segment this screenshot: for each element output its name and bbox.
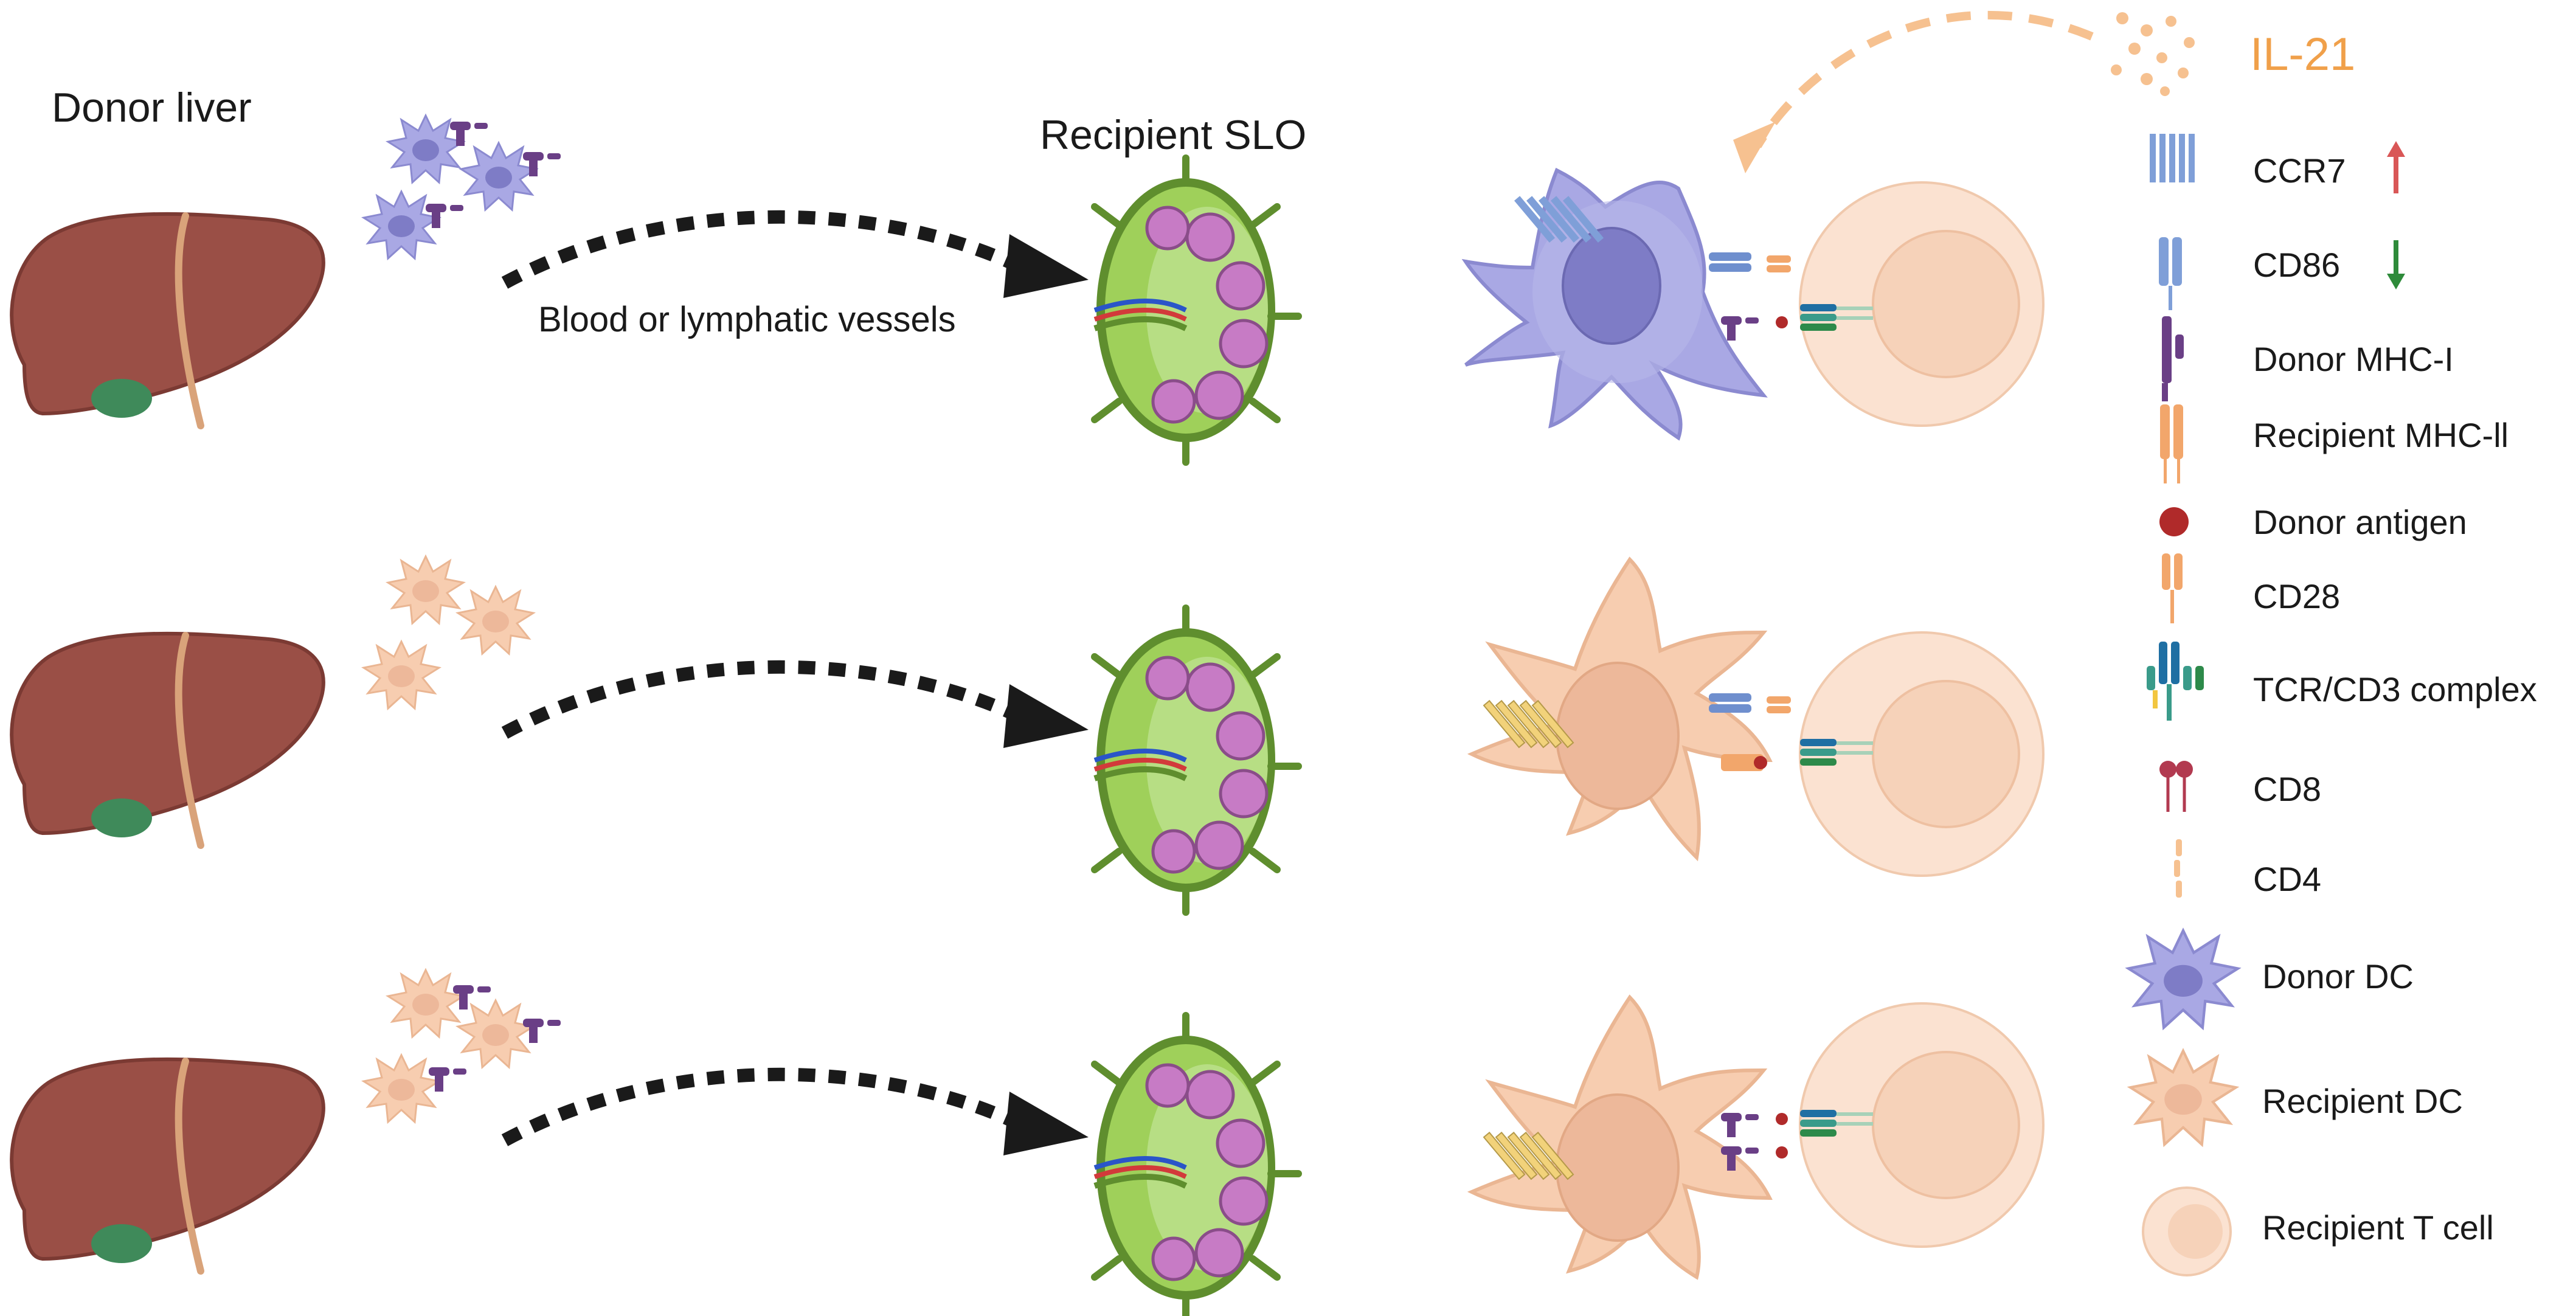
legend-label-t-cell: Recipient T cell [2262,1208,2494,1247]
cd4-icon [2174,839,2182,898]
ccr7-cluster-row3 [1483,1131,1574,1180]
vessels-label: Blood or lymphatic vessels [538,300,956,339]
legend-label-antigen: Donor antigen [2253,503,2467,541]
legend-label-tcr: TCR/CD3 complex [2253,670,2537,708]
il21-dots [2111,12,2195,96]
t-cell-icon [2142,1186,2232,1276]
lymph-node-row3 [1095,1016,1298,1316]
migration-arrow-row3 [501,1067,1089,1155]
synapse-row3 [1721,1110,1873,1171]
tcr-icon [2147,642,2204,721]
migration-arrow-row2 [501,660,1089,748]
il21-label: IL-21 [2250,29,2355,80]
arrow-up-icon [2387,141,2405,193]
legend-label-cd28: CD28 [2253,577,2340,615]
legend-label-recipient-dc: Recipient DC [2262,1082,2463,1120]
recipient-dc-cluster-row3 [362,969,561,1123]
recipient-dc-icon [2130,1051,2236,1145]
donor-dc-cluster-row1 [362,114,561,260]
t-cell-row3 [1799,1002,2045,1248]
cd86-icon [2159,237,2182,310]
donor-dc-large-row1 [1461,167,1768,441]
recipient-dc-large-row3 [1467,994,1773,1280]
lymph-node-row2 [1095,608,1298,912]
cd8-icon [2159,761,2193,812]
synapse-row1 [1709,252,1873,341]
recipient-dc-large-row2 [1467,556,1773,862]
legend-label-mhc-i: Donor MHC-I [2253,340,2454,378]
donor-liver-row1 [12,214,324,426]
legend-label-ccr7: CCR7 [2253,151,2346,190]
mhc-i-icon [2162,316,2184,401]
donor-liver-label: Donor liver [52,85,252,131]
cd28-icon [2162,553,2183,623]
lymph-node-row1 [1095,158,1298,462]
ccr7-icon [2150,134,2195,182]
arrow-down-icon [2387,240,2405,289]
recipient-dc-cluster-row2 [362,555,535,710]
legend-label-cd86: CD86 [2253,246,2340,284]
ccr7-cluster-row2 [1483,699,1574,749]
migration-arrow-row1 [501,210,1089,298]
donor-dc-icon [2128,930,2238,1028]
t-cell-row1 [1799,181,2045,427]
legend: CCR7 CD86 Donor MHC-I [2128,134,2537,1276]
recipient-slo-label: Recipient SLO [1040,112,1306,158]
antigen-icon [2159,507,2189,536]
donor-liver-row3 [12,1059,324,1271]
legend-label-cd8: CD8 [2253,770,2321,808]
mhc-ii-icon [2160,404,2183,483]
legend-label-cd4: CD4 [2253,860,2321,898]
donor-liver-row2 [12,634,324,845]
t-cell-row2 [1799,631,2045,877]
legend-label-donor-dc: Donor DC [2262,957,2414,996]
synapse-row2 [1709,693,1873,771]
ccr7-cluster-row1 [1514,196,1604,243]
il21-arrow [1733,10,2094,173]
legend-label-mhc-ii: Recipient MHC-ll [2253,416,2508,454]
